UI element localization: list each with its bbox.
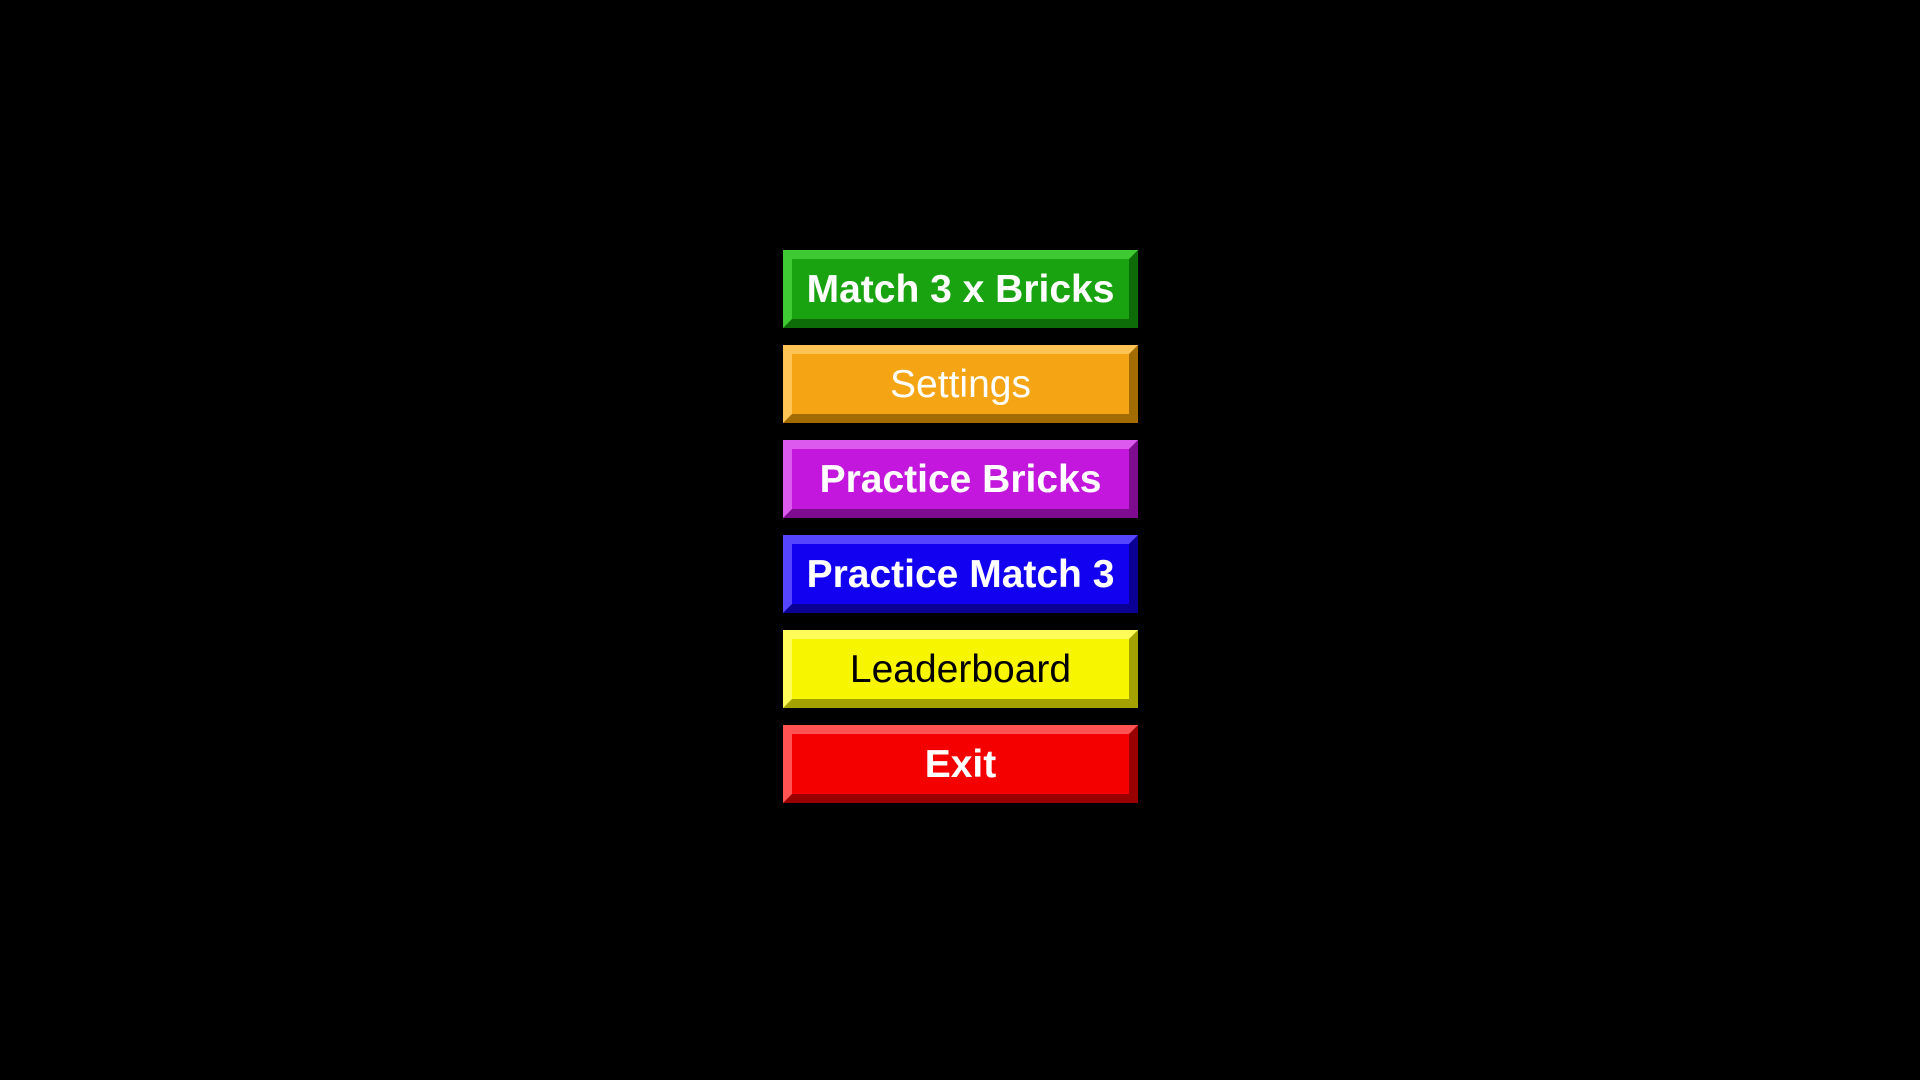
menu-button-label: Leaderboard [849, 647, 1072, 691]
menu-button-label: Exit [924, 742, 997, 786]
menu-button-practice-match-3[interactable]: Practice Match 3 [783, 535, 1138, 613]
menu-button-practice-bricks[interactable]: Practice Bricks [783, 440, 1138, 518]
menu-button-leaderboard[interactable]: Leaderboard [783, 630, 1138, 708]
main-menu: Match 3 x Bricks Settings Practice Brick… [783, 250, 1138, 803]
menu-button-match-3-x-bricks[interactable]: Match 3 x Bricks [783, 250, 1138, 328]
menu-button-settings[interactable]: Settings [783, 345, 1138, 423]
menu-button-label: Match 3 x Bricks [806, 267, 1115, 311]
menu-button-label: Practice Match 3 [806, 552, 1115, 596]
menu-button-label: Practice Bricks [819, 457, 1102, 501]
menu-button-label: Settings [890, 362, 1031, 406]
menu-button-exit[interactable]: Exit [783, 725, 1138, 803]
